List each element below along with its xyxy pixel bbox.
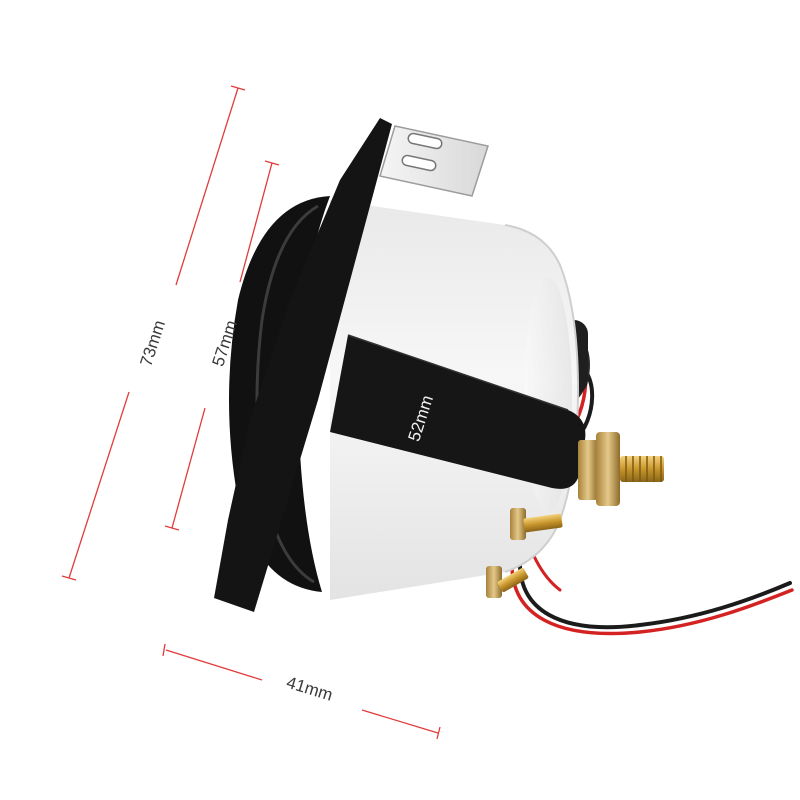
- terminal-stud-small-lower: [486, 566, 529, 598]
- terminal-stud-small-upper: [510, 508, 563, 540]
- mounting-bracket: [214, 118, 586, 612]
- dimension-label-overall-height: 73mm: [136, 318, 169, 369]
- mounting-plate: [379, 125, 489, 197]
- terminal-stud-main: [578, 432, 664, 506]
- dimension-label-depth: 41mm: [284, 673, 335, 705]
